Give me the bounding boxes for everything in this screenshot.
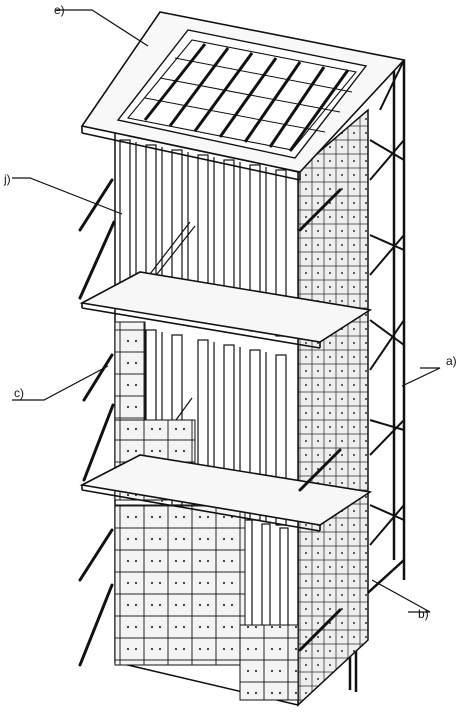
label-j: j) <box>3 172 11 186</box>
label-e: e) <box>54 3 65 17</box>
mast-bracing <box>369 59 405 546</box>
label-c: c) <box>14 386 24 400</box>
top-opening-grid <box>143 43 350 152</box>
floor-slabs <box>79 271 373 532</box>
label-b: b) <box>418 607 429 621</box>
callout-leaders <box>12 9 441 613</box>
top-opening-crossbars <box>144 57 353 133</box>
diagonal-braces <box>78 178 342 667</box>
label-a: a) <box>446 354 457 368</box>
lower-studs <box>243 519 289 639</box>
